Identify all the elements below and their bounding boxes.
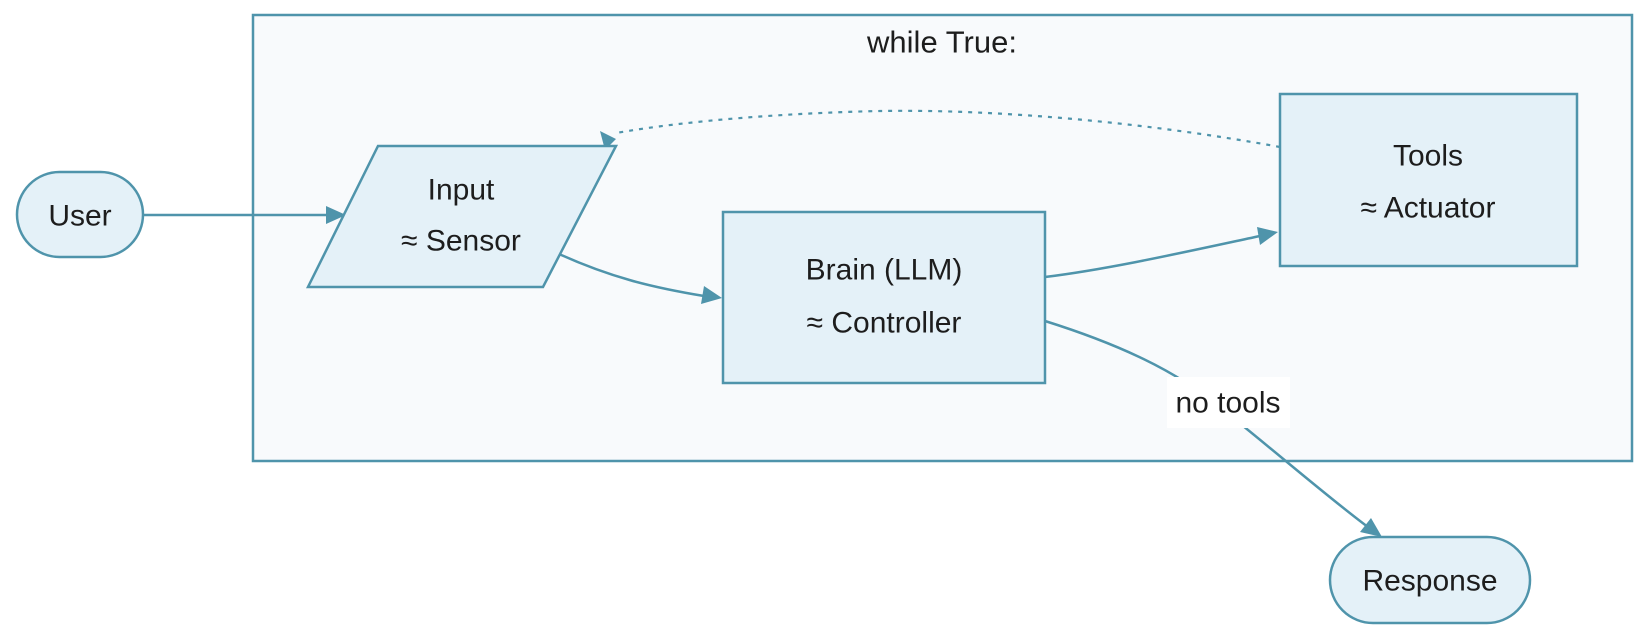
edge-input-to-brain: [558, 252, 722, 304]
node-tools: Tools ≈ Actuator: [1278, 92, 1579, 268]
node-tools-label-line2: ≈ Actuator: [1361, 192, 1496, 225]
edge-label-background: [1167, 377, 1290, 428]
edge-label-no-tools: no tools: [1175, 387, 1280, 420]
edge-brain-to-tools-line: [1044, 234, 1261, 279]
arrowhead-input-to-brain: [701, 286, 722, 304]
edge-input-to-brain-line: [558, 252, 705, 298]
node-response-label: Response: [1362, 565, 1497, 598]
node-tools-shape: [1278, 92, 1579, 268]
node-tools-label-line1: Tools: [1393, 140, 1463, 173]
node-brain-label-line1: Brain (LLM): [806, 254, 963, 287]
edge-brain-to-tools: [1044, 227, 1278, 279]
while-loop-label: while True:: [866, 25, 1017, 60]
edge-brain-to-response: no tools: [1044, 319, 1382, 537]
node-brain-shape: [721, 210, 1047, 385]
node-input-shape: [305, 144, 619, 289]
arrowhead-user-to-input: [326, 206, 346, 224]
node-input-label-line1: Input: [428, 174, 495, 207]
node-input-label-line2: ≈ Sensor: [401, 225, 521, 258]
edge-user-to-input: [143, 206, 346, 224]
arrowhead-brain-to-tools: [1257, 227, 1278, 245]
node-brain-label-line2: ≈ Controller: [807, 307, 962, 340]
node-user-label: User: [48, 200, 111, 233]
node-response-shape: [1328, 535, 1532, 625]
arrowhead-brain-to-response: [1360, 518, 1382, 537]
node-brain: Brain (LLM) ≈ Controller: [721, 210, 1047, 385]
node-user-shape: [15, 170, 145, 259]
node-input: Input ≈ Sensor: [305, 144, 619, 289]
node-user: User: [15, 170, 145, 259]
node-response: Response: [1328, 535, 1532, 625]
